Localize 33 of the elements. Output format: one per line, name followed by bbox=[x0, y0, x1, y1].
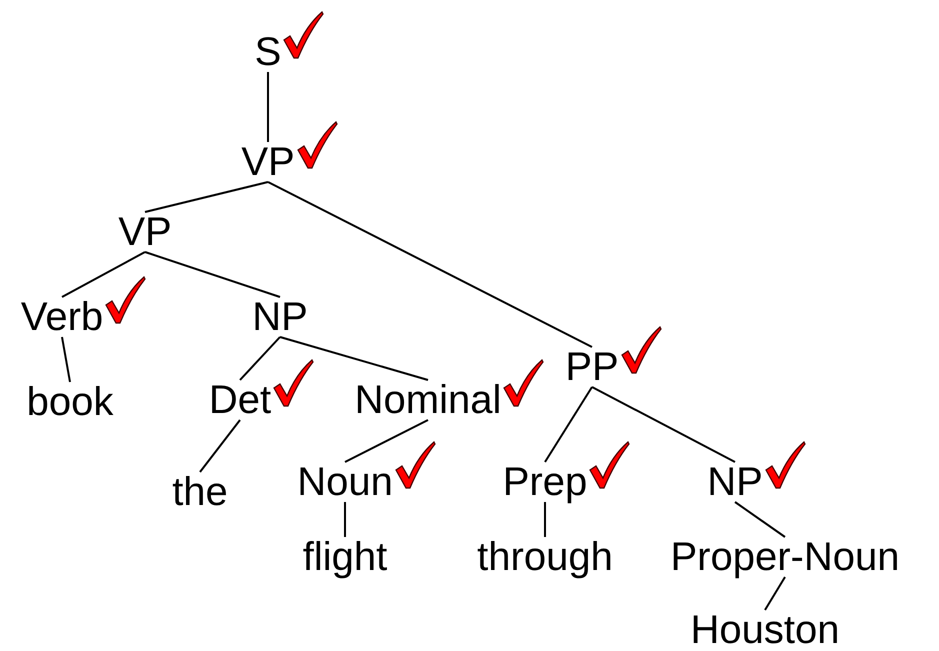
tree-branch bbox=[734, 501, 786, 538]
tree-branch bbox=[61, 336, 71, 382]
tree-label: S bbox=[254, 32, 282, 72]
tree-branch bbox=[144, 181, 268, 213]
tree-label: VP bbox=[241, 142, 295, 182]
tree-branch bbox=[544, 386, 593, 463]
tree-label: the bbox=[172, 472, 228, 512]
tree-label: Nominal bbox=[354, 380, 502, 420]
tree-label: Verb bbox=[20, 297, 104, 337]
tree-branch bbox=[544, 502, 546, 537]
tree-branch bbox=[144, 251, 280, 298]
tree-label: Proper-Noun bbox=[670, 537, 900, 577]
tree-label: VP bbox=[118, 212, 172, 252]
tree-branch bbox=[280, 336, 428, 381]
tree-branch bbox=[268, 181, 592, 348]
tree-label: Det bbox=[208, 380, 272, 420]
tree-label: PP bbox=[565, 347, 619, 387]
tree-branch bbox=[267, 72, 269, 142]
tree-branch bbox=[344, 502, 346, 537]
tree-label: NP bbox=[707, 462, 763, 502]
tree-branch bbox=[344, 419, 428, 463]
tree-branch bbox=[239, 336, 281, 381]
tree-label: flight bbox=[302, 537, 388, 577]
tree-branch bbox=[199, 419, 241, 473]
tree-label: NP bbox=[252, 297, 308, 337]
tree-branch bbox=[592, 386, 736, 463]
tree-label: Prep bbox=[502, 462, 588, 502]
tree-label: book bbox=[26, 382, 114, 422]
tree-branch bbox=[62, 251, 146, 298]
tree-label: Noun bbox=[297, 462, 393, 502]
tree-label: through bbox=[477, 537, 613, 577]
tree-branch bbox=[764, 576, 786, 611]
tree-label: Houston bbox=[690, 610, 840, 650]
